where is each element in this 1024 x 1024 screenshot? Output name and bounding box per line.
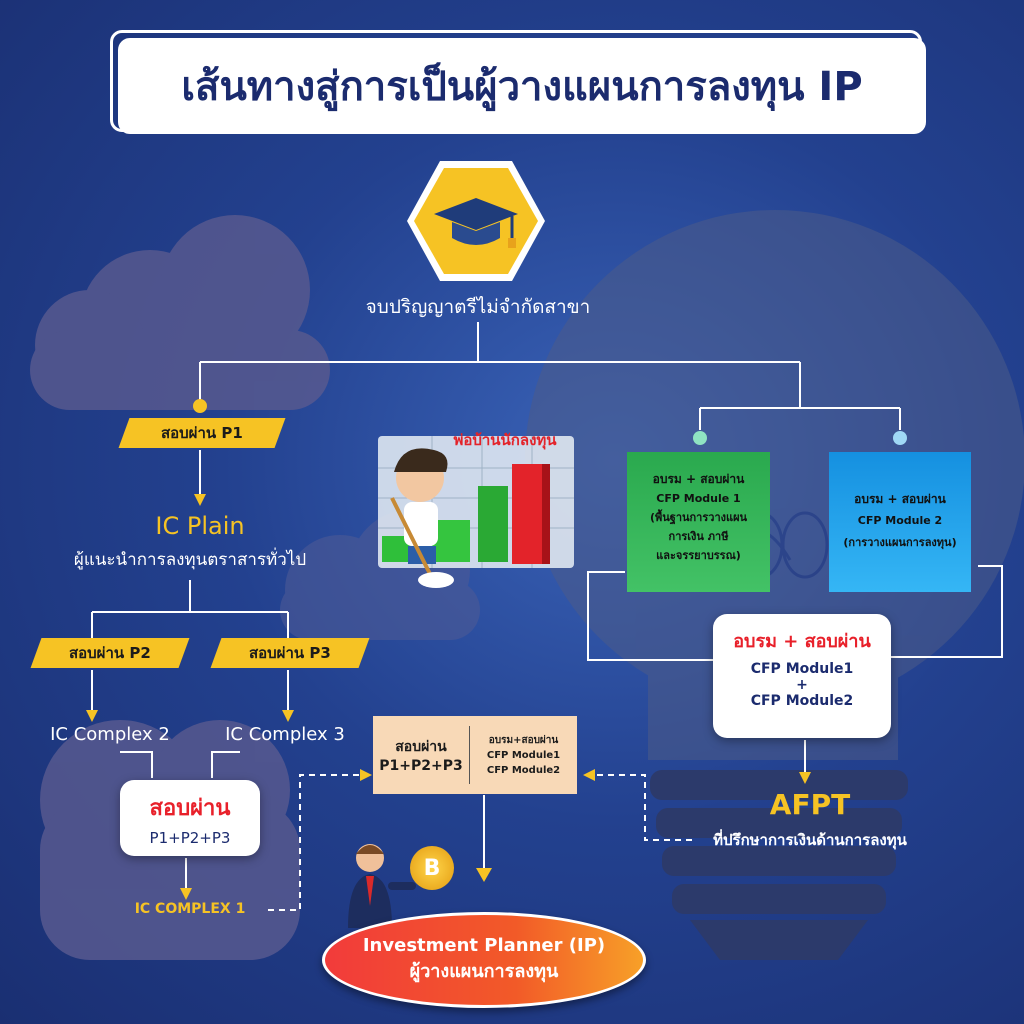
ic-complex1-label: IC COMPLEX 1 <box>134 901 246 917</box>
title-box <box>118 38 926 134</box>
degree-label: จบปริญญาตรีไม่จำกัดสาขา <box>365 296 591 318</box>
businessman-icon <box>348 844 416 928</box>
cfp-combined-card: อบรม + สอบผ่าน CFP Module1 + CFP Module2 <box>713 614 891 738</box>
combined-card-line2: + <box>796 677 808 693</box>
dashed-connectors <box>268 774 692 911</box>
center-right-line1: อบรม+สอบผ่าน <box>488 734 559 746</box>
afpt-subtitle: ที่ปรึกษาการเงินด้านการลงทุน <box>713 831 907 849</box>
exam-card-sub: P1+P2+P3 <box>149 829 231 847</box>
ic-complex3-label: IC Complex 3 <box>225 724 345 745</box>
p2-tag: สอบผ่าน P2 <box>30 638 190 668</box>
arrow-heads <box>86 494 811 900</box>
dot-blue <box>893 431 907 445</box>
center-right-line3: CFP Module2 <box>486 764 561 776</box>
exam-p1p2p3-card: สอบผ่าน P1+P2+P3 <box>120 780 260 856</box>
module1-line2: CFP Module 1 <box>656 492 741 505</box>
exam-card-title: สอบผ่าน <box>149 796 231 821</box>
module1-line5: และจรรยาบรรณ) <box>656 549 741 562</box>
dot-green <box>693 431 707 445</box>
investor-illustration <box>378 436 574 588</box>
dot-left <box>193 399 207 413</box>
module2-line3: (การวางแผนการลงทุน) <box>843 536 957 549</box>
center-left-line2: P1+P2+P3 <box>379 758 463 774</box>
graduation-cap-icon <box>407 161 545 281</box>
center-left: สอบผ่าน P1+P2+P3 <box>373 726 470 784</box>
page-title: เส้นทางสู่การเป็นผู้วางแผนการลงทุน IP <box>181 64 863 110</box>
illustration-sign: พ่อบ้านนักลงทุน <box>453 431 557 449</box>
ic-plain-subtitle: ผู้แนะนำการลงทุนตราสารทั่วไป <box>73 550 307 570</box>
afpt-title: AFPT <box>769 788 851 821</box>
cfp-module1-box: อบรม + สอบผ่าน CFP Module 1 (พื้นฐานการว… <box>627 452 770 592</box>
center-right-line2: CFP Module1 <box>486 749 561 761</box>
result-title: Investment Planner (IP) <box>362 935 606 956</box>
p3-tag: สอบผ่าน P3 <box>210 638 370 668</box>
p1-tag: สอบผ่าน P1 <box>118 418 286 448</box>
connector-lines <box>91 322 1003 888</box>
result-subtitle: ผู้วางแผนการลงทุน <box>409 961 559 982</box>
investment-planner-result: Investment Planner (IP) ผู้วางแผนการลงทุ… <box>322 912 646 1008</box>
module1-line1: อบรม + สอบผ่าน <box>652 472 745 486</box>
ic-plain-title: IC Plain <box>155 512 245 540</box>
cfp-module2-box: อบรม + สอบผ่าน CFP Module 2 (การวางแผนกา… <box>829 452 971 592</box>
coin-icon: B <box>410 846 454 890</box>
module1-line4: การเงิน ภาษี <box>668 530 729 543</box>
ic-complex2-label: IC Complex 2 <box>50 724 170 745</box>
combined-card-line3: CFP Module2 <box>750 693 854 709</box>
cloud-left <box>30 215 330 410</box>
module2-line1: อบรม + สอบผ่าน <box>854 492 946 506</box>
center-left-line1: สอบผ่าน <box>395 739 447 755</box>
combined-card-line1: CFP Module1 <box>750 661 854 677</box>
center-right: อบรม+สอบผ่าน CFP Module1 CFP Module2 <box>470 716 577 794</box>
module1-line3: (พื้นฐานการวางแผน <box>649 511 748 524</box>
bulb-base <box>650 770 908 960</box>
combined-card-title: อบรม + สอบผ่าน <box>733 631 871 652</box>
module2-line2: CFP Module 2 <box>857 514 943 527</box>
combined-requirement-box: สอบผ่าน P1+P2+P3 อบรม+สอบผ่าน CFP Module… <box>373 716 577 794</box>
